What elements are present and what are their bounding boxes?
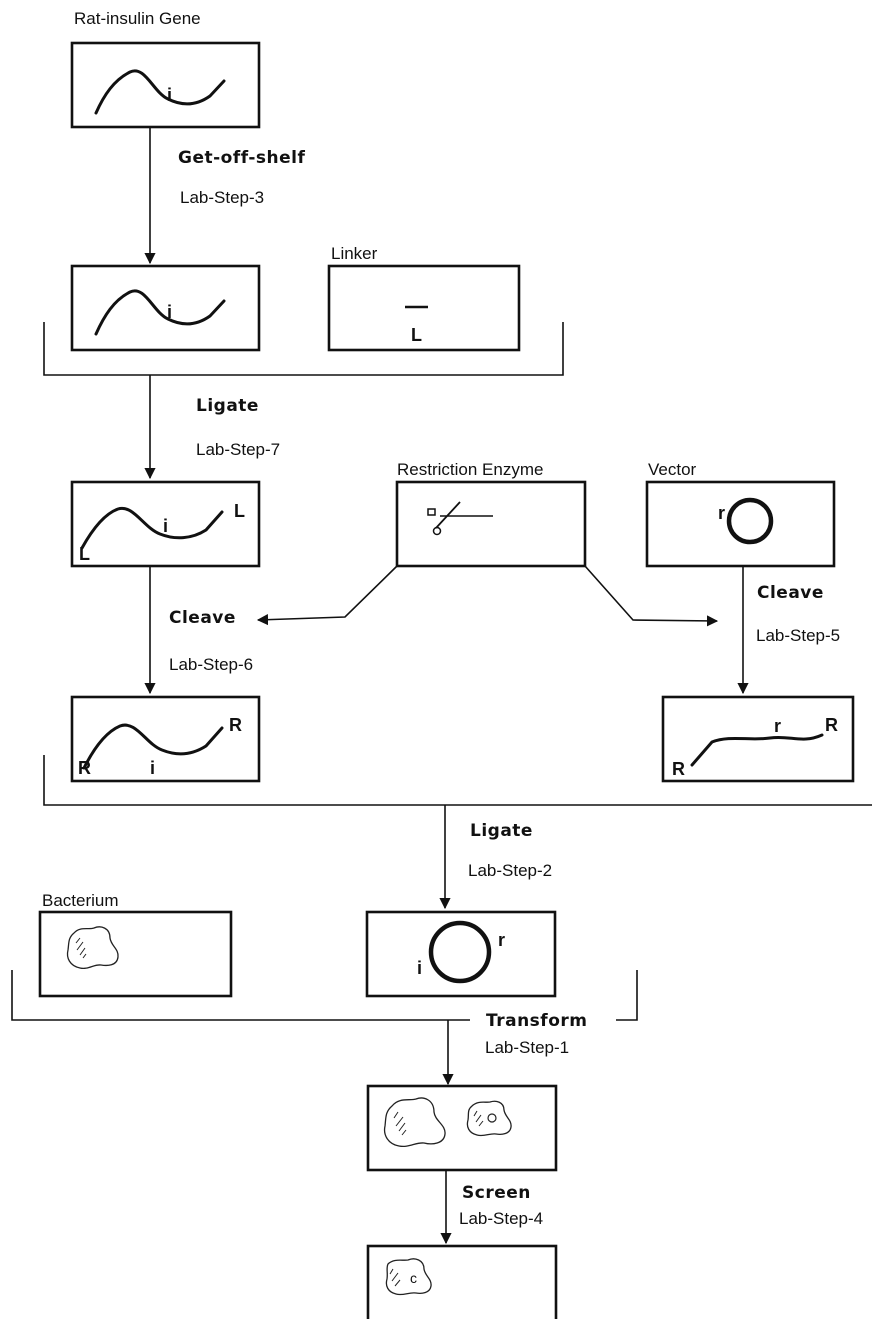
insulin-marker: i (150, 758, 155, 778)
ligate-operation: Ligate (470, 821, 533, 841)
enzyme-to-vector-arrow (585, 566, 717, 621)
cleave-gene-step: Lab-Step-6 (169, 655, 253, 674)
screened-colony-box (368, 1246, 556, 1319)
ligate-step: Lab-Step-7 (196, 440, 280, 459)
transform-bracket (616, 970, 637, 1020)
insulin-marker: i (163, 516, 168, 536)
enzyme-to-gene-arrow (258, 566, 397, 620)
transform-step: Lab-Step-1 (485, 1038, 569, 1057)
rat-insulin-gene-box (72, 43, 259, 127)
ligate-operation: Ligate (196, 396, 259, 416)
vector-box (647, 482, 834, 566)
restriction-end-marker: R (825, 715, 838, 735)
restriction-end-marker: R (78, 758, 91, 778)
restriction-end-marker: R (229, 715, 242, 735)
ligate-step: Lab-Step-2 (468, 861, 552, 880)
restriction-enzyme-box (397, 482, 585, 566)
transform-operation: Transform (486, 1011, 587, 1031)
restriction-enzyme-label: Restriction Enzyme (397, 460, 543, 479)
insulin-marker: i (417, 958, 422, 978)
restriction-end-marker: R (672, 759, 685, 779)
insulin-marker: i (167, 302, 172, 322)
get-off-shelf-operation: Get-off-shelf (178, 148, 305, 168)
insulin-gene-box (72, 266, 259, 350)
cell-label-marker: c (410, 1270, 417, 1286)
linker-end-marker: L (234, 501, 245, 521)
cleaved-gene-box (72, 697, 259, 781)
linker-end-marker: L (79, 544, 90, 564)
transformed-cells-box (368, 1086, 556, 1170)
get-off-shelf-step: Lab-Step-3 (180, 188, 264, 207)
vector-label: Vector (648, 460, 697, 479)
linker-label: Linker (331, 244, 378, 263)
rat-insulin-gene-label: Rat-insulin Gene (74, 9, 201, 28)
bacterium-box (40, 912, 231, 996)
restriction-site-marker: r (774, 716, 781, 736)
cleave-gene-operation: Cleave (169, 608, 236, 628)
screen-operation: Screen (462, 1183, 531, 1203)
cleave-vector-step: Lab-Step-5 (756, 626, 840, 645)
cleave-vector-operation: Cleave (757, 583, 824, 603)
screen-step: Lab-Step-4 (459, 1209, 543, 1228)
bacterium-label: Bacterium (42, 891, 119, 910)
linker-marker: L (411, 325, 422, 345)
restriction-site-marker: r (498, 930, 505, 950)
restriction-site-marker: r (718, 503, 725, 523)
insulin-marker: i (167, 85, 172, 105)
